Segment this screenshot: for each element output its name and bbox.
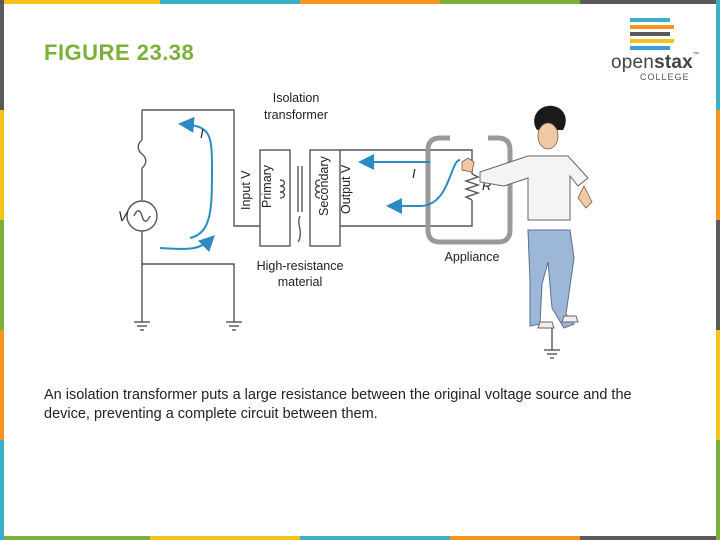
current-arrow-left-bottom	[159, 235, 215, 253]
logo-trademark: ™	[692, 52, 700, 58]
frame-stripe	[580, 0, 720, 4]
isolation-transformer-diagram: I V Isolation transformer Input V Primar…	[118, 91, 593, 359]
isolation-label-line1: Isolation	[273, 91, 320, 105]
material-label-line2: material	[278, 275, 322, 289]
material-label-line1: High-resistance	[257, 259, 344, 273]
frame-stripe	[0, 220, 4, 330]
frame-stripe	[160, 0, 300, 4]
frame-stripe	[716, 110, 720, 220]
frame-stripe	[716, 440, 720, 540]
figure-title: FIGURE 23.38	[44, 40, 195, 65]
frame-stripe	[0, 0, 160, 4]
ground-icon	[134, 321, 150, 331]
frame-stripe	[300, 536, 450, 540]
resistor-label: R	[482, 178, 491, 193]
frame-stripe	[450, 536, 580, 540]
frame-stripe	[580, 536, 720, 540]
frame-stripe	[0, 440, 4, 540]
figure-caption: An isolation transformer puts a large re…	[44, 387, 632, 422]
resistor-icon	[463, 173, 481, 201]
frame-stripe	[716, 0, 720, 110]
frame-stripe	[150, 536, 300, 540]
person-illustration	[461, 105, 593, 329]
frame-stripe	[440, 0, 580, 4]
ac-source-icon	[133, 210, 151, 222]
frame-stripe	[716, 330, 720, 440]
logo-wordmark: openstax™	[611, 52, 699, 74]
primary-label: Primary	[260, 164, 274, 208]
transformer	[259, 149, 341, 247]
logo-subtitle: COLLEGE	[640, 72, 690, 82]
current-arrow-right-bottom	[386, 159, 461, 214]
fuse-icon	[137, 139, 147, 169]
frame-stripe	[300, 0, 440, 4]
source-circuit	[126, 109, 260, 322]
material-pointer	[297, 215, 301, 243]
secondary-label: Secondary	[317, 155, 331, 216]
frame-stripe	[0, 536, 150, 540]
frame-stripe	[716, 220, 720, 330]
frame-stripe	[0, 0, 4, 110]
frame-stripe	[0, 330, 4, 440]
output-v-label: Output V	[339, 164, 353, 214]
ground-icon	[226, 321, 242, 331]
current-label-left: I	[200, 126, 204, 141]
isolation-label-line2: transformer	[264, 108, 328, 122]
frame-stripe	[0, 110, 4, 220]
current-label-right: I	[412, 166, 416, 181]
openstax-logo: openstax™ COLLEGE	[608, 18, 700, 82]
appliance-outline	[425, 135, 513, 245]
logo-word-bold: stax	[654, 52, 693, 73]
current-arrow-left	[178, 116, 214, 239]
source-voltage-label: V	[118, 208, 129, 224]
appliance-label: Appliance	[445, 250, 500, 264]
logo-word-plain: open	[611, 52, 655, 73]
input-v-label: Input V	[239, 170, 253, 210]
ground-icon	[544, 328, 560, 359]
logo-stripes-icon	[630, 18, 674, 50]
